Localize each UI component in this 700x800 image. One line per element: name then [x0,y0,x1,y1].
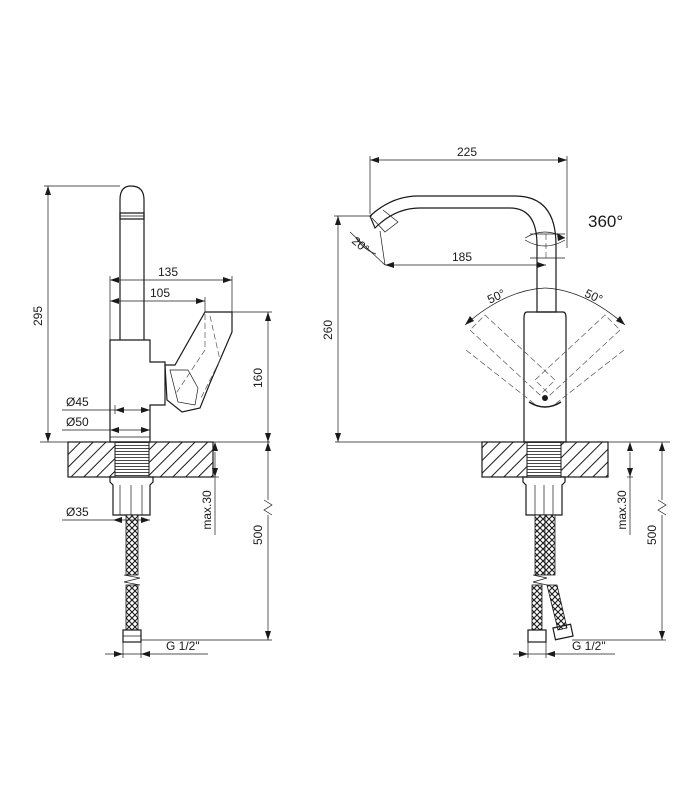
dim-dia-35: Ø35 [66,505,89,519]
dim-20-deg: 20° [349,234,372,257]
dim-50-right: 50° [583,286,606,306]
dim-50-left: 50° [485,286,508,306]
dim-105: 105 [150,286,170,300]
dim-500: 500 [251,525,265,545]
faucet-body-side [109,339,166,443]
dim-max-30: max.30 [200,490,214,530]
dim-dia-45: Ø45 [66,395,89,409]
dim-260: 260 [321,320,335,340]
faucet-body-front [523,311,567,443]
dim-135: 135 [158,265,178,279]
dim-thread-front: G 1/2" [572,639,606,653]
dim-500-front: 500 [645,525,659,545]
dim-360: 360° [588,212,623,231]
dim-295: 295 [31,306,45,326]
dim-thread: G 1/2" [166,639,200,653]
lever-handle-side [164,311,233,413]
dim-225: 225 [457,145,477,159]
front-view: 360° 225 20° 185 50° 50° 260 [321,145,670,658]
dim-dia-50: Ø50 [66,415,89,429]
dim-185: 185 [452,250,472,264]
dim-max-30-front: max.30 [615,490,629,530]
dim-160: 160 [251,368,265,388]
side-view: 295 135 105 160 Ø45 Ø50 Ø [31,185,273,658]
spout-side [119,185,145,340]
